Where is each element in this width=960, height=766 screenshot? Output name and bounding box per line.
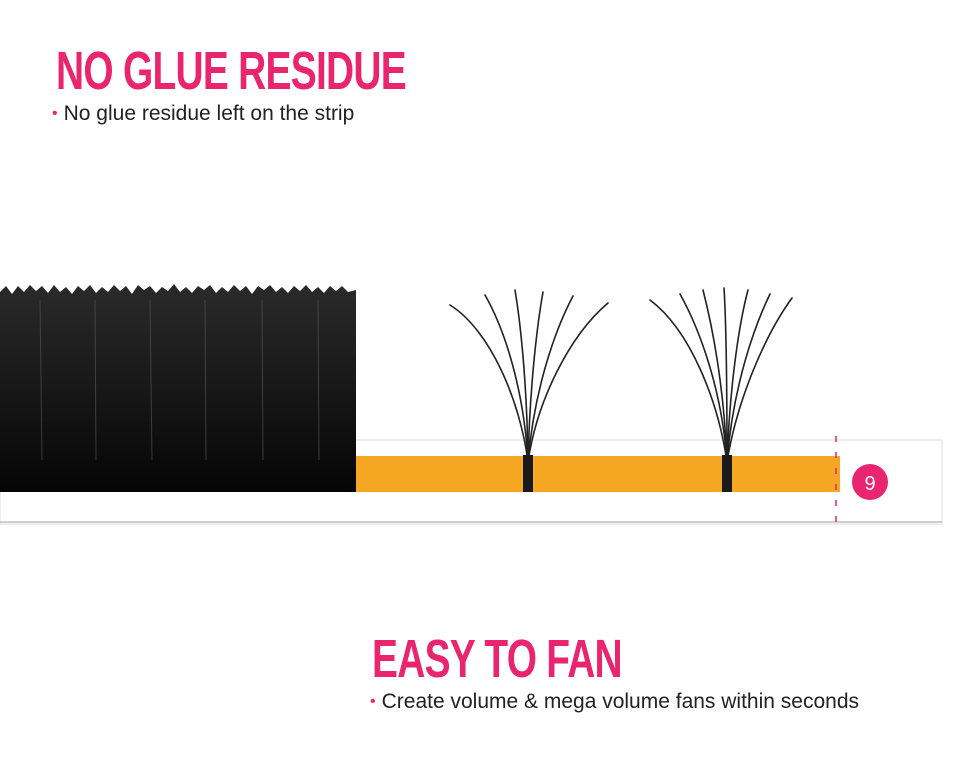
dense-lash-row	[0, 284, 356, 492]
bullet-easy-to-fan: • Create volume & mega volume fans within…	[370, 690, 859, 714]
length-badge	[852, 464, 888, 500]
lash-fan-1-base	[523, 455, 533, 492]
bullet-text: Create volume & mega volume fans within …	[381, 690, 860, 713]
bullet-no-glue-residue: • No glue residue left on the strip	[52, 102, 354, 126]
lash-fan-2	[649, 287, 793, 463]
lash-fan-1	[449, 289, 609, 463]
orange-strip	[356, 456, 840, 492]
lash-highlights	[39, 299, 320, 461]
lash-fan-2-base	[722, 455, 732, 492]
bullet-dot-icon: •	[370, 693, 376, 710]
heading-no-glue-residue: NO GLUE RESIDUE	[56, 41, 407, 101]
heading-easy-to-fan: EASY TO FAN	[372, 629, 623, 689]
bullet-text: No glue residue left on the strip	[63, 102, 355, 125]
bullet-dot-icon: •	[52, 105, 58, 122]
length-badge-label: 9	[864, 473, 875, 495]
